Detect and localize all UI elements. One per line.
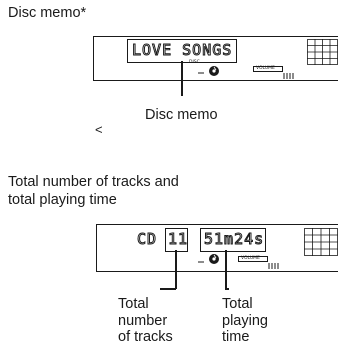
disc-memo-callout: Disc memo <box>145 107 218 123</box>
track-calendar-grid <box>307 39 338 65</box>
volume-bars-icon <box>283 66 299 79</box>
time-display-window: 51m24s <box>200 228 266 252</box>
small-mark-icon-2 <box>198 251 204 263</box>
total-tracks-callout: Total number of tracks <box>118 296 173 345</box>
tracks-leader-line <box>175 250 177 289</box>
total-time-callout: Total playing time <box>222 296 268 345</box>
disc-indicator-label: DISC <box>189 60 200 65</box>
tracks-display-window: 11 <box>165 228 188 252</box>
tracks-leader-foot <box>160 288 176 290</box>
arrow-marker: < <box>95 122 103 137</box>
small-mark-icon <box>198 62 204 74</box>
totals-heading-line2: total playing time <box>8 192 117 208</box>
cd-indicator: CD <box>136 230 158 248</box>
total-tracks-value: 11 <box>167 230 189 248</box>
time-leader-foot <box>225 288 229 290</box>
volume-bars-icon-2 <box>268 256 284 269</box>
disc-memo-display-text: LOVE SONGS <box>131 41 233 59</box>
volume-indicator: VOLUME <box>253 66 283 72</box>
track-calendar-grid-2 <box>304 228 338 256</box>
disc-icon-2 <box>208 252 220 264</box>
disc-memo-display-window: LOVE SONGS <box>127 39 237 63</box>
volume-indicator-2: VOLUME <box>238 256 268 262</box>
time-leader-line <box>225 250 227 289</box>
disc-memo-heading: Disc memo* <box>8 5 87 21</box>
total-time-value: 51m24s <box>203 230 265 248</box>
disc-memo-leader-line <box>181 61 183 96</box>
disc-icon <box>208 64 220 76</box>
totals-heading-line1: Total number of tracks and <box>8 174 179 190</box>
